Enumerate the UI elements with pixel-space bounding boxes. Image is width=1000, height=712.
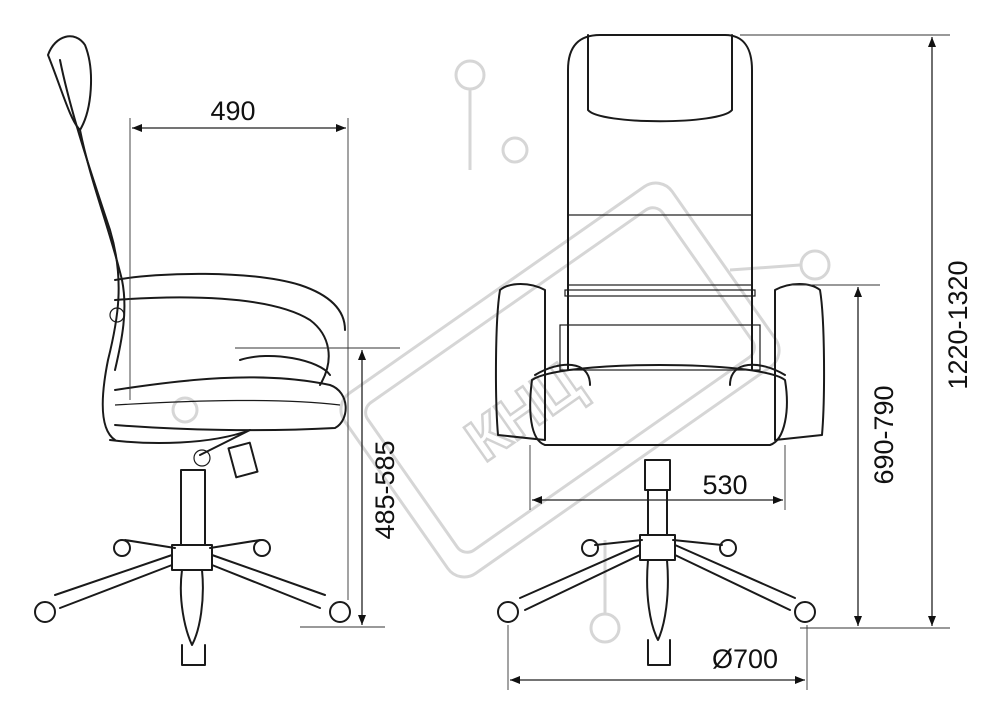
seat-width-label: 530 bbox=[702, 470, 747, 500]
armrest-height-label: 690-790 bbox=[869, 385, 899, 484]
base-diameter-label: Ø700 bbox=[712, 644, 778, 674]
total-height-label: 1220-1320 bbox=[943, 260, 973, 389]
svg-text:КНЦ: КНЦ bbox=[453, 348, 593, 474]
chair-side-view bbox=[34, 35, 351, 666]
seat-height-label: 485-585 bbox=[370, 440, 400, 539]
chair-front-view bbox=[494, 34, 826, 666]
seat-depth-label: 490 bbox=[210, 96, 255, 126]
dimension-lines bbox=[129, 34, 950, 690]
